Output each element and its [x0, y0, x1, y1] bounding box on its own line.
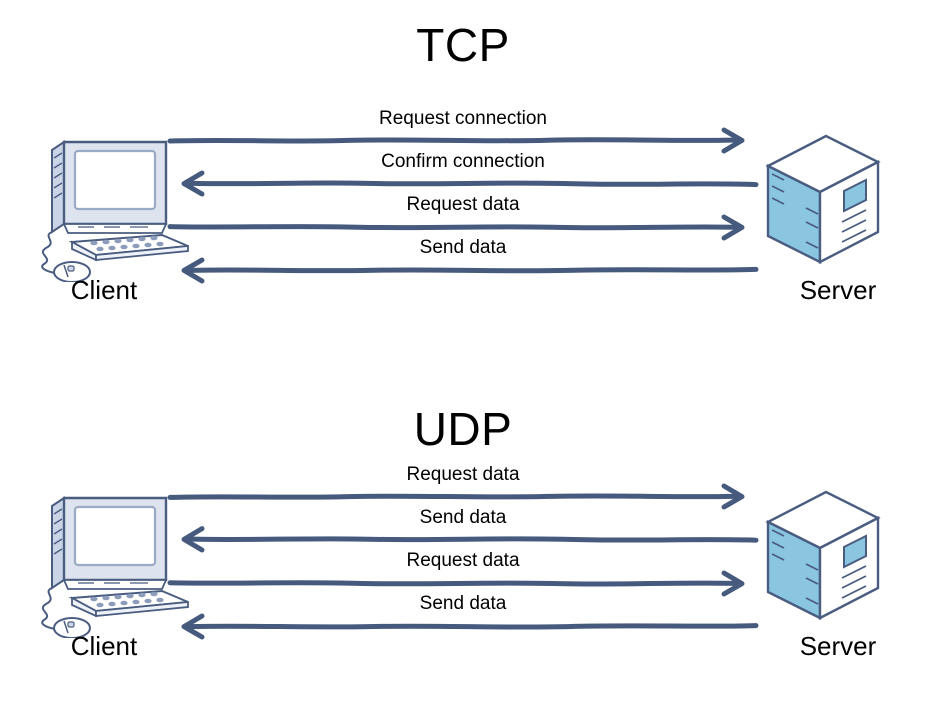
arrow-left-icon	[168, 526, 759, 553]
server-tower-icon	[752, 130, 902, 280]
flow-label: Send data	[419, 593, 507, 614]
arrow-right-icon	[167, 570, 758, 597]
flow-label: Request data	[406, 550, 520, 571]
flow-label: Confirm connection	[381, 151, 545, 172]
server-label: Server	[799, 631, 877, 661]
flow-label: Request data	[406, 464, 520, 485]
flow-label: Request data	[406, 194, 520, 215]
flow-row: Request connection	[167, 108, 758, 154]
client-label: Client	[70, 631, 138, 661]
arrow-left-icon	[168, 613, 759, 640]
client-computer-icon	[38, 132, 198, 283]
tcp-section: TCP	[38, 19, 902, 305]
arrow-right-icon	[167, 483, 758, 510]
flow-row: Send data	[168, 237, 759, 284]
flow-row: Request data	[167, 464, 758, 510]
arrow-left-icon	[168, 170, 759, 197]
tcp-title: TCP	[416, 19, 510, 71]
flow-label: Send data	[419, 237, 507, 258]
flow-row: Send data	[168, 507, 759, 553]
flow-label: Request connection	[379, 108, 547, 129]
client-label: Client	[70, 275, 138, 305]
server-tower-icon	[752, 486, 902, 636]
arrow-right-icon	[167, 214, 758, 241]
arrow-right-icon	[167, 127, 758, 154]
arrow-left-icon	[168, 257, 759, 284]
udp-section: UDP	[0, 378, 926, 716]
flow-row: Request data	[167, 194, 758, 241]
flow-row: Send data	[168, 593, 759, 640]
flow-label: Send data	[419, 507, 507, 528]
client-computer-icon	[38, 488, 198, 639]
udp-title: UDP	[413, 403, 513, 455]
flow-row: Confirm connection	[168, 151, 759, 197]
server-label: Server	[799, 275, 877, 305]
flow-row: Request data	[167, 550, 758, 597]
